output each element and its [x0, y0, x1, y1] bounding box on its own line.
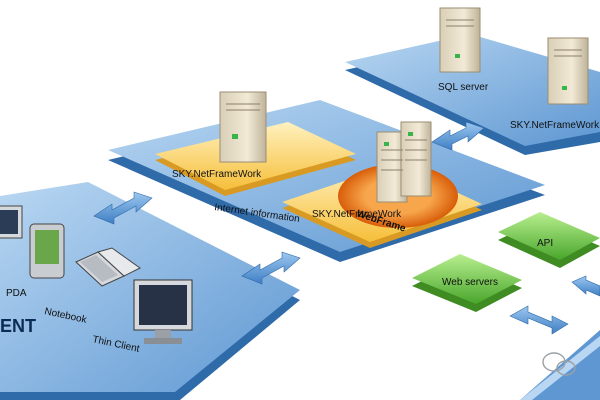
client-label: ENT: [0, 316, 36, 336]
server-icon: [219, 91, 267, 163]
api-label: API: [537, 238, 553, 249]
arrow-api-external: [571, 275, 600, 297]
db-framework-label: SKY.NetFrameWork: [510, 120, 600, 131]
arrow-webservers-external: [509, 305, 569, 335]
framework-right-label: SKY.NetFrameWork: [312, 209, 402, 220]
database-platform: [345, 34, 600, 155]
arrow-central-bottom: [241, 251, 301, 285]
db-server-icon: [547, 37, 589, 105]
webframe-servers-icon: [376, 121, 432, 203]
notebook-icon: [75, 247, 141, 287]
pda-icon: [29, 223, 65, 279]
sql-server-icon: [439, 7, 481, 73]
thin-client-icon: [133, 279, 193, 344]
framework-left-label: SKY.NetFrameWork: [172, 169, 262, 180]
desktop-icon: [0, 205, 23, 239]
wechat-watermark-icon: [542, 352, 576, 376]
pda-label: PDA: [6, 288, 27, 299]
external-platform: [520, 330, 600, 400]
web-servers-box: [412, 254, 522, 312]
sql-server-label: SQL server: [438, 82, 489, 93]
web-servers-label: Web servers: [442, 277, 498, 288]
api-box: [498, 212, 600, 268]
arrow-client-central: [93, 191, 153, 225]
arrow-central-database: [431, 121, 485, 151]
